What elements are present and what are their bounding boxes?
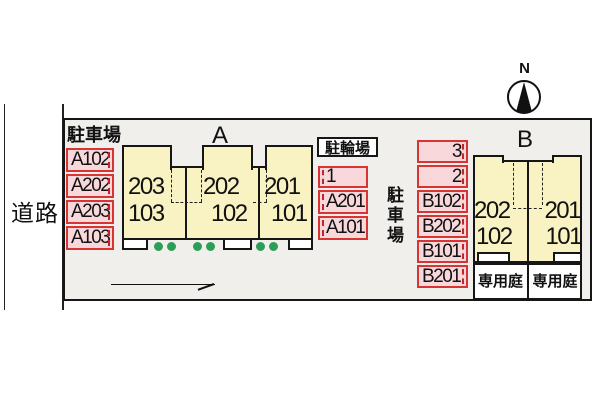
unit-boundary-dash [171, 170, 172, 202]
building-a-body [122, 166, 313, 240]
stall-divider-dash [462, 194, 464, 209]
stall-label: A201 [326, 191, 366, 212]
stall-divider-dash [108, 230, 110, 246]
stall-label: B102 [422, 190, 462, 212]
stall-label: A203 [71, 201, 111, 222]
parking-stall: A203 [66, 200, 114, 224]
private-garden-label: 専用庭 [477, 273, 523, 290]
site-area: 駐車場 A B A102 A202 A203 A103 203 103 202 … [63, 118, 592, 301]
stall-divider-dash [462, 269, 464, 284]
unit-boundary-dash [266, 170, 267, 202]
building-b-tower [552, 155, 582, 163]
stall-divider-dash [462, 144, 464, 159]
stall-label: 2 [451, 165, 463, 187]
stall-label: A102 [71, 149, 111, 170]
building-a-tower [122, 145, 172, 170]
room-number: 103 [128, 200, 165, 227]
parking-stall: 2 [417, 165, 468, 188]
parking-stall: A102 [66, 148, 114, 172]
party-wall-line [258, 168, 260, 240]
stall-divider-dash [462, 169, 464, 184]
parking-stall: B102 [417, 190, 468, 213]
room-number: 101 [545, 223, 582, 250]
building-a-tower [265, 145, 313, 170]
unit-boundary-dash [253, 202, 267, 203]
parking-stall: A201 [318, 190, 368, 214]
shrub-dot [193, 242, 202, 251]
shrub-dot [206, 242, 215, 251]
entrance-step [477, 252, 510, 263]
stall-label: B201 [422, 265, 462, 287]
stall-divider-dash [108, 204, 110, 220]
stall-divider-dash [462, 244, 464, 259]
room-number: 201 [264, 173, 301, 200]
unit-boundary-dash [513, 208, 542, 209]
parking-stall: B201 [417, 265, 468, 288]
parking-stall: 1 [318, 166, 368, 188]
shrub-dot [269, 242, 278, 251]
unit-boundary-dash [171, 202, 202, 203]
driveway-arrow-line [111, 284, 215, 285]
parking-stall: 3 [417, 140, 468, 163]
stall-divider-dash [322, 194, 324, 210]
road-label: 道路 [11, 200, 59, 226]
parking-stall: A202 [66, 174, 114, 198]
building-a-label: A [211, 122, 228, 149]
room-number: 102 [476, 223, 513, 250]
stall-label: A202 [71, 175, 111, 196]
parking-stall: B101 [417, 240, 468, 263]
stall-label: A103 [71, 227, 111, 248]
stall-label: B101 [422, 240, 462, 262]
entrance-step [288, 238, 313, 250]
building-b-label: B [516, 126, 533, 153]
party-wall-line [185, 168, 187, 240]
unit-boundary-dash [513, 163, 514, 205]
shrub-dot [256, 242, 265, 251]
parking-lot-label-top: 駐車場 [67, 125, 121, 145]
parking-lot-label-mid: 駐車場 [384, 186, 403, 246]
entrance-step [122, 238, 148, 250]
stall-divider-dash [322, 170, 324, 184]
party-wall-line [527, 160, 529, 300]
stall-divider-dash [108, 152, 110, 168]
room-number: 202 [474, 197, 511, 224]
room-number: 102 [211, 200, 248, 227]
stall-label: A101 [326, 217, 366, 238]
stall-divider-dash [322, 220, 324, 236]
entrance-step [553, 252, 582, 263]
room-number: 203 [128, 173, 165, 200]
room-number: 202 [203, 173, 240, 200]
compass-north-label: N [519, 60, 530, 77]
stall-label: B202 [422, 215, 462, 237]
shrub-dot [154, 242, 163, 251]
stall-divider-dash [462, 219, 464, 234]
bicycle-parking-label: 駐輪場 [317, 137, 378, 157]
room-number: 201 [544, 197, 581, 224]
stall-label: 1 [326, 166, 337, 187]
parking-stall: A103 [66, 226, 114, 250]
stall-label: 3 [451, 140, 463, 162]
unit-boundary-dash [542, 163, 543, 205]
parking-stall: A101 [318, 216, 368, 240]
road-edge-line [4, 104, 5, 310]
shrub-dot [167, 242, 176, 251]
stall-divider-dash [108, 178, 110, 194]
private-garden-label: 専用庭 [532, 273, 578, 290]
unit-boundary-dash [201, 170, 202, 202]
compass-needle-icon [516, 82, 532, 112]
building-a-tower [202, 145, 253, 170]
room-number: 101 [271, 200, 308, 227]
building-b-tower [473, 155, 504, 163]
parking-stall: B202 [417, 215, 468, 238]
entrance-step [223, 238, 252, 250]
